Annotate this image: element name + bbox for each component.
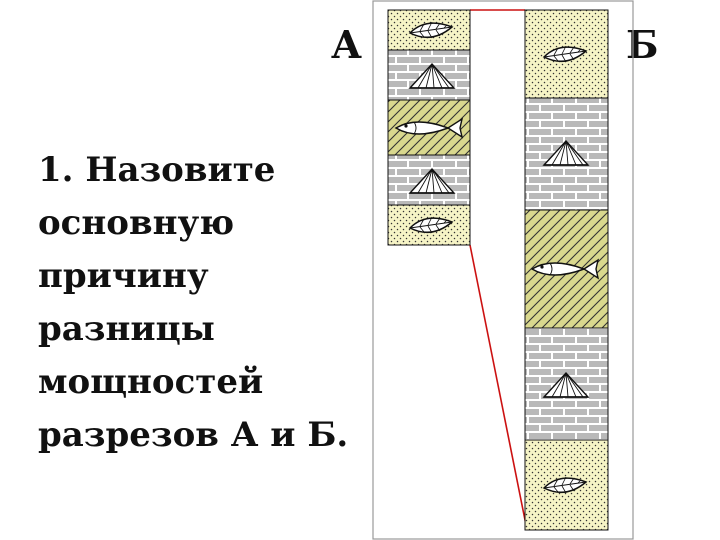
- section-a-label: А: [331, 22, 362, 67]
- question-line: основную: [38, 203, 235, 243]
- question-line: мощностей: [38, 362, 264, 402]
- question-line: 1. Назовите: [38, 150, 276, 190]
- question-line: разницы: [38, 309, 215, 349]
- question-line: разрезов А и Б.: [38, 415, 349, 455]
- section-a-column: [387, 9, 471, 246]
- question-text: 1. Назовите основную причину разницы мощ…: [38, 144, 368, 462]
- section-b-column: [524, 9, 609, 531]
- section-b-label: Б: [626, 22, 659, 67]
- question-line: причину: [38, 256, 209, 296]
- correlation-line-bottom: [469, 244, 528, 531]
- sections-frame: [372, 0, 634, 540]
